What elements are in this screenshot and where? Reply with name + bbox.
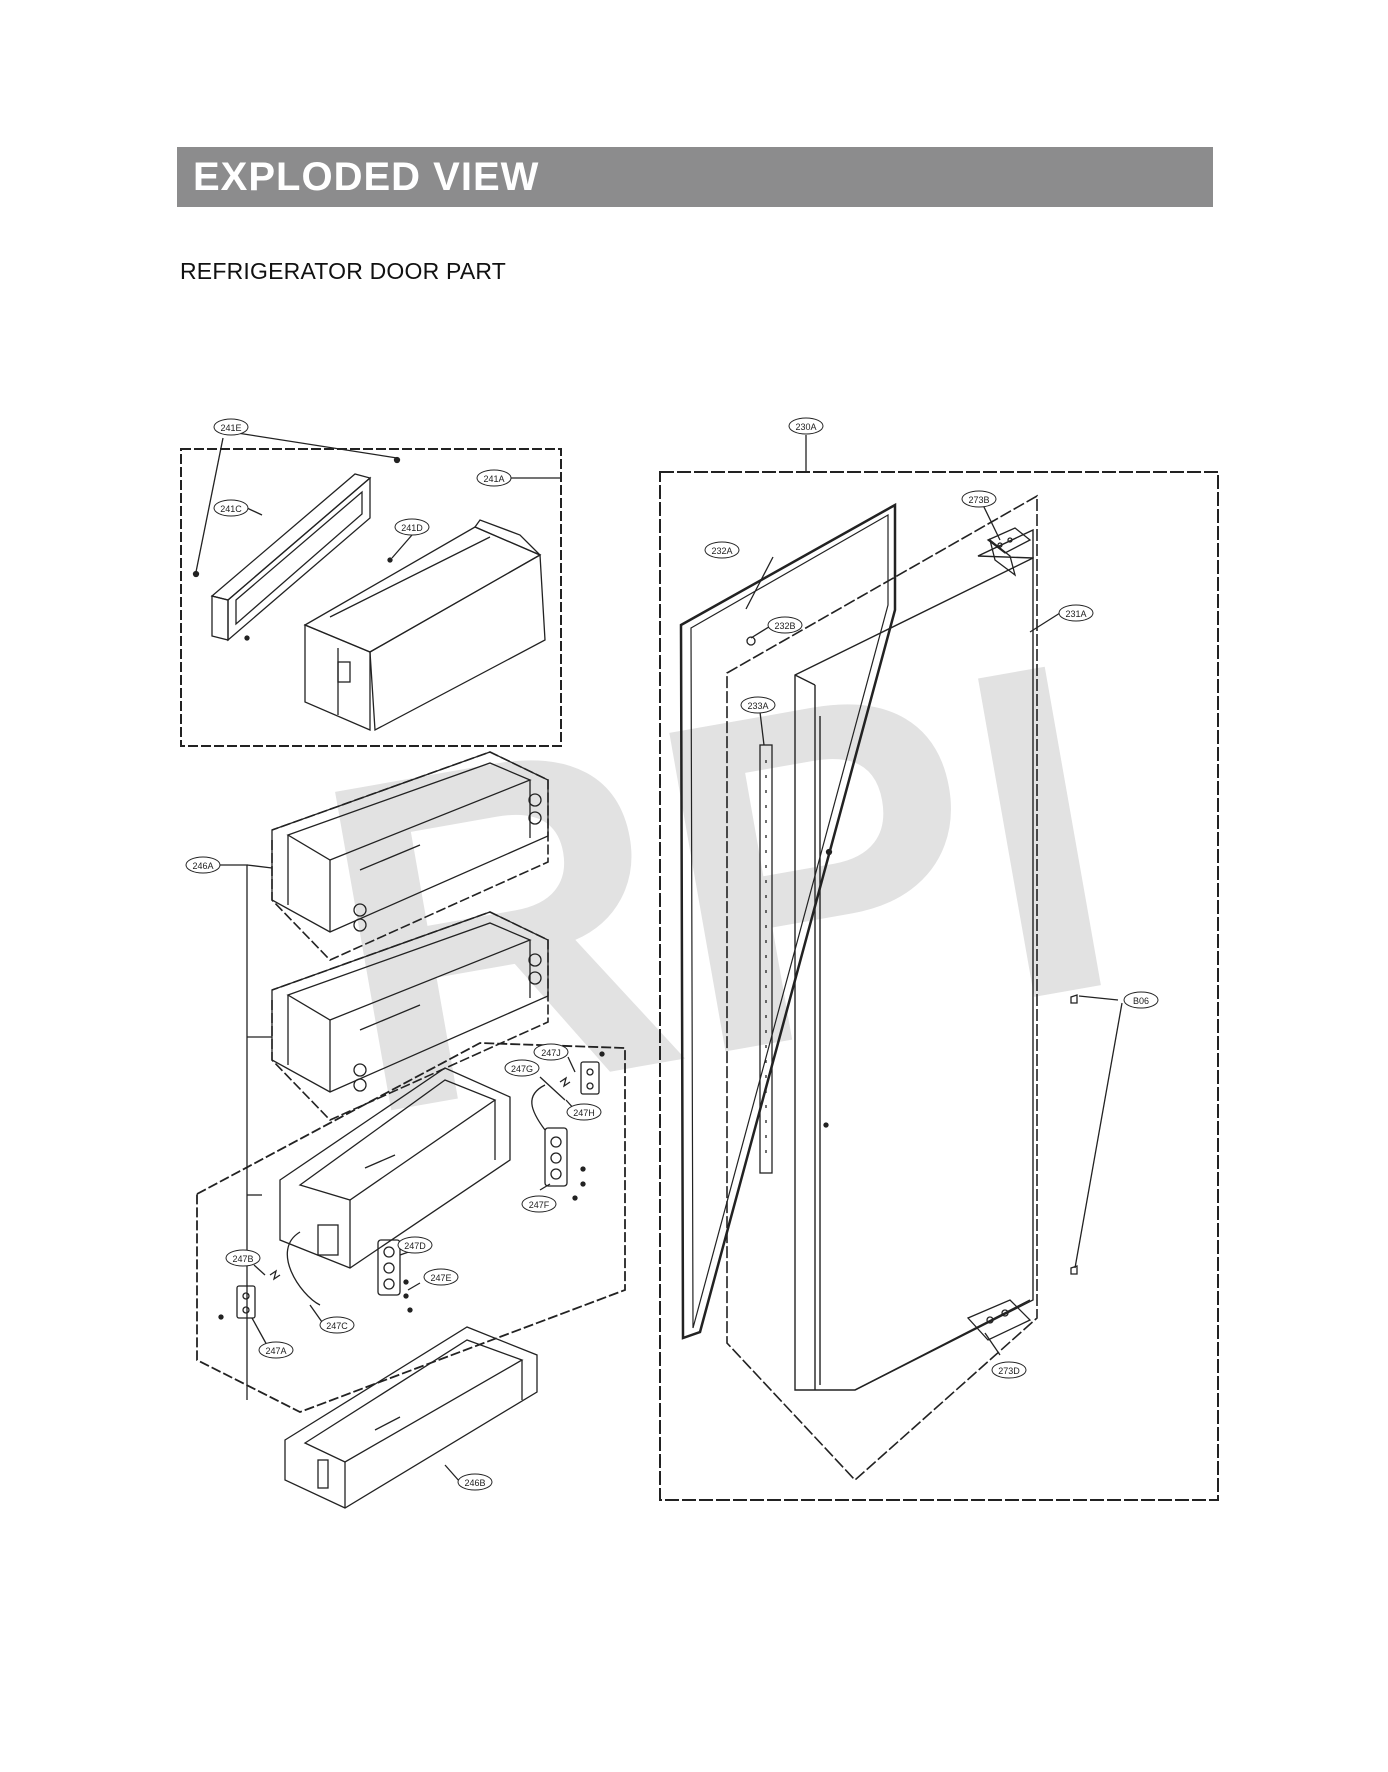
label-text-247E: 247E bbox=[430, 1273, 451, 1283]
label-230A bbox=[788, 417, 824, 435]
label-241C bbox=[213, 499, 249, 517]
header-bar: EXPLODED VIEW bbox=[177, 147, 1213, 207]
screw-B06-a bbox=[1070, 994, 1078, 1004]
label-241A bbox=[476, 469, 512, 487]
label-246A bbox=[185, 856, 221, 874]
label-247F bbox=[521, 1195, 557, 1213]
label-text-241C: 241C bbox=[220, 504, 242, 514]
screw-241D-b bbox=[244, 635, 250, 641]
label-text-247H: 247H bbox=[573, 1108, 595, 1118]
label-232A bbox=[704, 541, 740, 559]
label-text-273B: 273B bbox=[968, 495, 989, 505]
label-247D bbox=[397, 1236, 433, 1254]
bracket-247F bbox=[531, 1084, 568, 1187]
group-box-241 bbox=[180, 448, 562, 747]
label-273B bbox=[961, 490, 997, 508]
screw-B06-b bbox=[1070, 1265, 1078, 1275]
label-text-247J: 247J bbox=[541, 1048, 561, 1058]
screw-241D-a bbox=[387, 557, 393, 563]
label-247A bbox=[258, 1341, 294, 1359]
label-247E bbox=[423, 1268, 459, 1286]
label-233A bbox=[740, 696, 776, 714]
leader-246A bbox=[220, 864, 248, 1400]
plate-247J bbox=[580, 1061, 600, 1095]
label-247J bbox=[533, 1043, 569, 1061]
label-text-233A: 233A bbox=[747, 701, 768, 711]
plate-247A bbox=[236, 1285, 256, 1319]
section-subtitle: REFRIGERATOR DOOR PART bbox=[180, 258, 507, 284]
label-241E bbox=[213, 418, 249, 436]
gasket-232A bbox=[679, 502, 897, 1340]
label-text-273D: 273D bbox=[998, 1366, 1020, 1376]
door-bin-247 bbox=[279, 1067, 511, 1269]
label-text-232A: 232A bbox=[711, 546, 732, 556]
label-text-247C: 247C bbox=[326, 1321, 348, 1331]
rail-233A bbox=[759, 744, 773, 1174]
group-box-bin-1 bbox=[271, 751, 549, 961]
label-text-231A: 231A bbox=[1065, 609, 1086, 619]
page-title: EXPLODED VIEW bbox=[193, 155, 540, 199]
door-231A bbox=[794, 528, 1034, 1391]
bracket-247D bbox=[377, 1239, 401, 1296]
label-text-247D: 247D bbox=[404, 1241, 426, 1251]
label-247G bbox=[504, 1059, 540, 1077]
door-liner bbox=[726, 494, 1038, 1482]
label-text-247G: 247G bbox=[511, 1064, 533, 1074]
group-box-247 bbox=[196, 1042, 626, 1413]
label-231A bbox=[1058, 604, 1094, 622]
screw-241E-b bbox=[192, 570, 200, 578]
group-box-230A bbox=[659, 471, 1219, 1501]
label-text-232B: 232B bbox=[774, 621, 795, 631]
label-text-241D: 241D bbox=[401, 523, 423, 533]
group-box-bin-2 bbox=[271, 911, 549, 1121]
label-text-230A: 230A bbox=[795, 422, 816, 432]
label-text-241E: 241E bbox=[220, 423, 241, 433]
label-B06 bbox=[1123, 991, 1159, 1009]
label-text-247F: 247F bbox=[529, 1200, 550, 1210]
cable-247C bbox=[286, 1231, 321, 1306]
label-232B bbox=[767, 616, 803, 634]
label-247H bbox=[566, 1103, 602, 1121]
label-text-241A: 241A bbox=[483, 474, 504, 484]
watermark-text: RPI bbox=[286, 561, 1149, 1214]
label-273D bbox=[991, 1361, 1027, 1379]
label-text-246B: 246B bbox=[464, 1478, 485, 1488]
label-246B bbox=[457, 1473, 493, 1491]
label-text-B06: B06 bbox=[1133, 996, 1149, 1006]
label-text-247B: 247B bbox=[232, 1254, 253, 1264]
label-241D bbox=[394, 518, 430, 536]
door-bin-246B bbox=[284, 1326, 538, 1509]
label-text-247A: 247A bbox=[265, 1346, 286, 1356]
hinge-273D bbox=[966, 1299, 1032, 1341]
hinge-273B bbox=[986, 527, 1032, 577]
label-text-246A: 246A bbox=[192, 861, 213, 871]
label-247C bbox=[319, 1316, 355, 1334]
cover-panel-241C bbox=[210, 473, 372, 642]
label-247B bbox=[225, 1249, 261, 1267]
bin-241A bbox=[303, 519, 546, 732]
door-bin-246A-1 bbox=[271, 751, 549, 933]
